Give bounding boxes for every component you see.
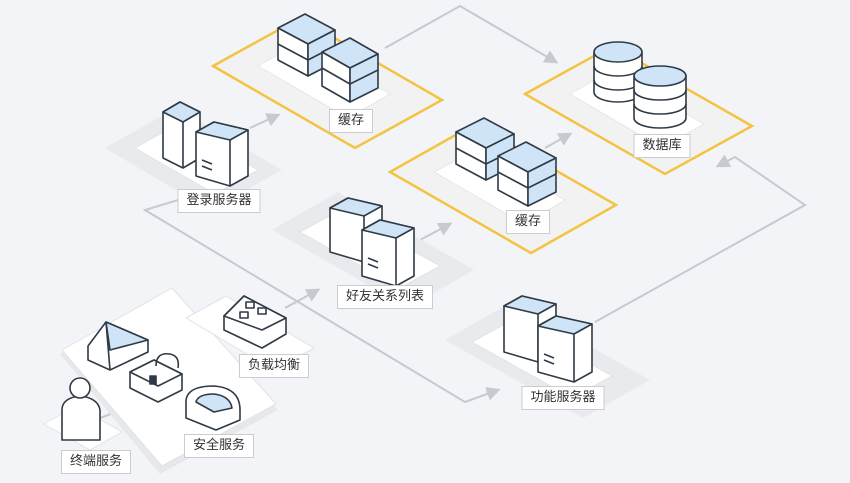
lock-icon <box>129 352 183 403</box>
shield-icon <box>87 321 149 371</box>
connectors <box>99 4 807 419</box>
connector-load-balance-to-friend-list <box>284 288 321 309</box>
node-label-database: 数据库 <box>633 134 691 158</box>
node-label-friend-list: 好友关系列表 <box>336 285 434 309</box>
node-label-load-balance: 负载均衡 <box>238 354 310 378</box>
node-label-login-server: 登录服务器 <box>177 189 261 213</box>
dial-icon <box>185 385 241 431</box>
cache-icon <box>455 117 557 207</box>
cache-icon <box>277 13 379 103</box>
connector-login-to-cache <box>249 113 281 129</box>
server-icon <box>503 295 593 383</box>
node-label-security: 安全服务 <box>183 434 255 458</box>
connector-cache-to-database-2 <box>544 132 573 149</box>
connector-login-to-function-server <box>142 199 501 404</box>
connector-function-to-database <box>594 154 807 323</box>
user-icon <box>61 377 101 441</box>
node-label-cache-mid: 缓存 <box>505 210 551 234</box>
connector-cache-to-database <box>384 4 559 64</box>
server-icon <box>162 101 249 187</box>
node-label-terminal: 终端服务 <box>60 450 132 474</box>
node-label-function-server: 功能服务器 <box>521 386 605 410</box>
node-label-cache-top: 缓存 <box>328 109 374 133</box>
icons <box>61 13 687 441</box>
connector-friend-list-to-cache <box>419 222 453 241</box>
server-icon <box>329 197 415 287</box>
load-balancer-icon <box>223 295 287 349</box>
database-icon <box>593 41 687 129</box>
